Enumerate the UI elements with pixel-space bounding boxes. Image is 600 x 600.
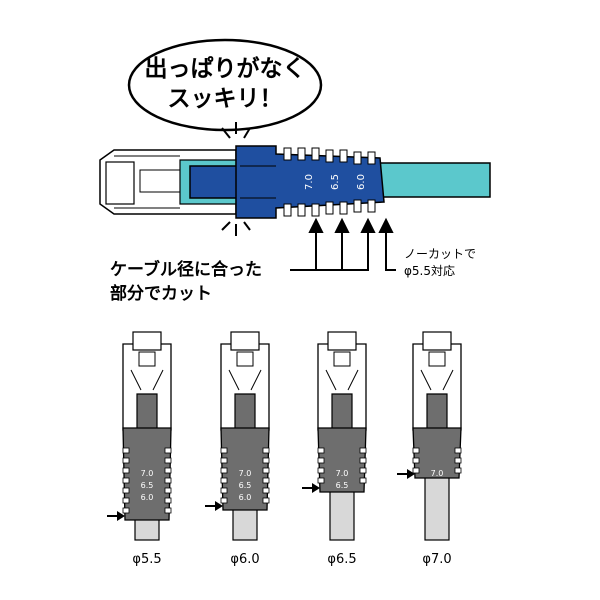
callout-note-line-2: φ5.5対応 <box>404 264 456 278</box>
speech-bubble <box>127 38 323 132</box>
callout-main-line-1: ケーブル径に合った <box>110 260 262 280</box>
variant-size-label: φ6.0 <box>230 552 260 567</box>
boot-mark: 6.5 <box>330 174 341 190</box>
boot-mark: 6.0 <box>141 493 154 502</box>
boot-mark: 7.0 <box>431 469 444 478</box>
variant-size-label: φ7.0 <box>422 552 452 567</box>
bubble-text: 出っぱりがなく スッキリ！ <box>130 54 320 114</box>
sparkle-icon <box>221 122 251 236</box>
boot-mark: 7.0 <box>304 174 315 190</box>
arrow-right-icon <box>312 483 320 493</box>
boot-mark: 7.0 <box>336 469 349 478</box>
boot-mark: 6.5 <box>239 481 252 490</box>
arrow-right-icon <box>407 469 415 479</box>
variant-connector: 7.06.5 <box>302 331 367 541</box>
blue-boot <box>189 145 385 219</box>
variant-size-label: φ5.5 <box>132 552 162 567</box>
callout-main-line-2: 部分でカット <box>110 284 212 304</box>
bubble-line-2: スッキリ！ <box>167 86 283 112</box>
boot-mark: 6.0 <box>239 493 252 502</box>
cut-arrows <box>290 217 396 271</box>
cable-cyan <box>377 162 491 198</box>
variant-connector: 7.0 6.5 6.0 <box>107 331 172 541</box>
bubble-line-1: 出っぱりがなく <box>144 56 306 82</box>
callout-note: ノーカットで φ5.5対応 <box>404 246 476 280</box>
variant-connector: 7.0 <box>397 331 462 541</box>
callout-main: ケーブル径に合った 部分でカット <box>110 258 262 306</box>
boot-mark: 7.0 <box>141 469 154 478</box>
boot-size-marks: 7.0 6.5 6.0 <box>304 174 367 190</box>
variant-connectors: 7.06.56.07.06.56.07.06.57.0 <box>107 331 462 541</box>
arrow-right-icon <box>117 511 125 521</box>
variant-size-label: φ6.5 <box>327 552 357 567</box>
boot-mark: 6.5 <box>336 481 349 490</box>
boot-mark: 7.0 <box>239 469 252 478</box>
connector-side-view: 7.0 6.5 6.0 <box>99 145 491 219</box>
boot-mark: 6.0 <box>356 174 367 190</box>
callout-note-line-1: ノーカットで <box>404 247 477 261</box>
variant-connector: 7.0 6.5 6.0 <box>205 331 270 541</box>
boot-mark: 6.5 <box>141 481 154 490</box>
arrow-right-icon <box>215 501 223 511</box>
